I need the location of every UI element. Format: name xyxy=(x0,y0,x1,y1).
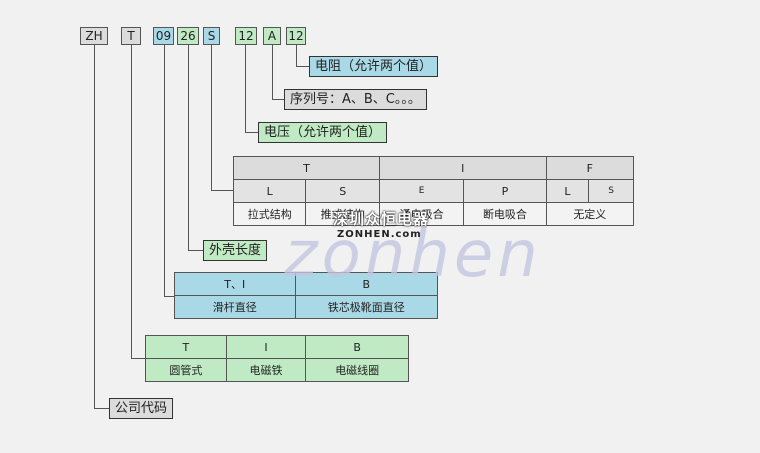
connector-voltage xyxy=(245,45,246,133)
connector-rod-h xyxy=(164,296,175,297)
name-undefined: 无定义 xyxy=(545,202,635,226)
rod-table: T、I B 滑杆直径 铁芯极靴面直径 xyxy=(174,272,439,319)
watermark-en: ZONHEN.com xyxy=(337,229,422,240)
rod-header-ti: T、I xyxy=(174,272,296,296)
code-e: E xyxy=(378,179,465,203)
rod-value-core: 铁芯极靴面直径 xyxy=(294,295,439,319)
code-rod-diameter: 09 xyxy=(153,27,174,45)
watermark: zonhen xyxy=(284,218,542,292)
code-voltage: 12 xyxy=(235,27,257,45)
code-sequence: A xyxy=(263,27,281,45)
code-company: ZH xyxy=(80,27,108,45)
connector-rod xyxy=(164,45,165,297)
rod-value-slide: 滑杆直径 xyxy=(174,295,296,319)
code-f-s: S xyxy=(588,179,634,203)
name-pull: 拉式结构 xyxy=(232,202,307,226)
connector-structure-h xyxy=(211,190,234,191)
connector-sequence-h xyxy=(272,99,285,100)
type-header-t: T xyxy=(145,335,227,359)
code-type: T xyxy=(121,27,141,45)
connector-structure xyxy=(211,45,212,191)
rod-header-b: B xyxy=(294,272,439,296)
connector-resistance-h xyxy=(296,66,310,67)
connector-sequence xyxy=(272,45,273,100)
structure-table: T I F L S E P L S 拉式结构 推式结构 通电吸合 断电吸合 无定… xyxy=(232,156,635,226)
code-housing-length: 26 xyxy=(177,27,199,45)
type-value-coil: 电磁线圈 xyxy=(305,358,409,382)
code-resistance: 12 xyxy=(286,27,306,45)
watermark-cn: 深圳众恒电器 xyxy=(333,210,430,228)
label-voltage: 电压（允许两个值） xyxy=(258,122,388,143)
connector-type xyxy=(131,45,132,359)
code-structure: S xyxy=(203,27,220,45)
connector-resistance xyxy=(296,45,297,67)
name-energized: 通电吸合 xyxy=(378,202,465,226)
connector-voltage-h xyxy=(245,132,258,133)
code-l: L xyxy=(232,179,307,203)
connector-housing-h xyxy=(188,250,204,251)
type-value-magnet: 电磁铁 xyxy=(225,358,307,382)
label-company-code: 公司代码 xyxy=(109,398,174,419)
type-value-tube: 圆管式 xyxy=(145,358,227,382)
connector-type-h xyxy=(131,358,146,359)
connector-housing xyxy=(188,45,189,251)
label-resistance: 电阻（允许两个值） xyxy=(309,56,439,77)
code-f-l: L xyxy=(545,179,590,203)
code-s: S xyxy=(305,179,380,203)
type-table: T I B 圆管式 电磁铁 电磁线圈 xyxy=(145,335,409,382)
label-housing-length: 外壳长度 xyxy=(203,240,268,261)
name-deenergized: 断电吸合 xyxy=(463,202,547,226)
label-sequence: 序列号：A、B、C。。。 xyxy=(284,89,427,110)
code-p: P xyxy=(463,179,547,203)
group-f: F xyxy=(545,156,635,180)
group-i: I xyxy=(378,156,547,180)
type-header-b: B xyxy=(305,335,409,359)
group-t: T xyxy=(233,156,380,180)
connector-company xyxy=(94,45,95,409)
name-push: 推式结构 xyxy=(305,202,380,226)
type-header-i: I xyxy=(225,335,307,359)
connector-company-h xyxy=(94,408,109,409)
